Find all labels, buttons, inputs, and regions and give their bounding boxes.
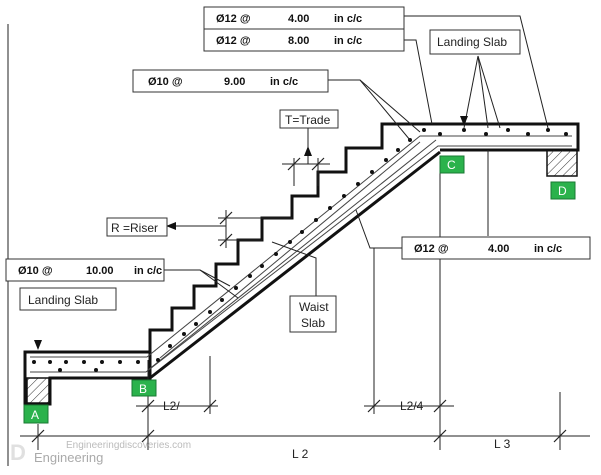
landing-slab-bottom-text: Landing Slab — [28, 293, 98, 307]
waist-text-line1: Waist — [299, 300, 329, 314]
dimension-lines — [7, 24, 590, 466]
rebar-top-2-spacing: 8.00 — [288, 35, 309, 47]
label-waist-slab: Waist Slab — [289, 295, 337, 333]
bar-waist-top — [159, 141, 421, 359]
support-a-block — [26, 377, 50, 404]
dim-l3: L 3 — [494, 437, 511, 451]
dim-l2-half: L2/ — [163, 399, 180, 413]
support-a-label: A — [31, 408, 39, 422]
distribution-bar-dots — [32, 128, 568, 372]
rebar-label-right: Ø12 @ 4.00 in c/c — [401, 236, 591, 260]
riser-text: R =Riser — [111, 221, 158, 235]
bar-waist-bottom — [147, 139, 437, 371]
label-landing-slab-top: Landing Slab — [429, 29, 521, 55]
rebar-label-mid: Ø10 @ 9.00 in c/c — [132, 69, 329, 93]
watermark-line2: Engineering — [34, 450, 103, 465]
rebar-right-spacing: 4.00 — [488, 243, 509, 255]
rebar-right-unit: in c/c — [534, 243, 562, 255]
label-riser: R =Riser — [106, 217, 168, 237]
waist-slab-soffit — [149, 150, 441, 380]
tread-text: T=Trade — [285, 113, 331, 127]
rebar-top-1-unit: in c/c — [334, 13, 362, 25]
rebar-top-2-unit: in c/c — [334, 35, 362, 47]
bar-left-bottom — [30, 145, 572, 373]
support-b: B — [131, 379, 157, 397]
watermark: D Engineeringdiscoveries.com Engineering — [10, 440, 191, 465]
label-landing-slab-bottom: Landing Slab — [19, 287, 117, 311]
rebar-label-top-1: Ø12 @ 4.00 in c/c — [203, 6, 405, 30]
support-d: D — [550, 181, 576, 200]
rebar-top-1-spacing: 4.00 — [288, 13, 309, 25]
dimension-ticks — [31, 157, 567, 443]
rebar-mid-unit: in c/c — [270, 76, 298, 88]
rebar-top-2-bar: Ø12 @ — [216, 35, 251, 47]
label-tread: T=Trade — [279, 109, 339, 129]
support-d-block — [546, 149, 578, 177]
rebar-left-spacing: 10.00 — [86, 265, 114, 277]
rebar-top-1-bar: Ø12 @ — [216, 13, 251, 25]
rebar-mid-spacing: 9.00 — [224, 76, 245, 88]
support-d-label: D — [558, 184, 567, 198]
landing-slab-top-text: Landing Slab — [437, 35, 507, 49]
support-c-label: C — [447, 158, 456, 172]
support-b-label: B — [139, 382, 147, 396]
watermark-logo: D — [10, 440, 26, 465]
rebar-label-left: Ø10 @ 10.00 in c/c — [5, 258, 165, 282]
stair-steps — [148, 122, 412, 352]
rebar-label-top-2: Ø12 @ 8.00 in c/c — [203, 28, 405, 52]
support-c: C — [439, 155, 465, 174]
dim-l2: L 2 — [292, 447, 309, 461]
top-landing-slab — [412, 122, 580, 152]
support-a: A — [23, 404, 49, 424]
rebar-mid-bar: Ø10 @ — [148, 76, 183, 88]
rebar-left-unit: in c/c — [134, 265, 162, 277]
rebar-left-bar: Ø10 @ — [18, 265, 53, 277]
arrowheads — [34, 116, 468, 350]
waist-text-line2: Slab — [301, 316, 325, 330]
dim-l2-quarter: L2/4 — [400, 399, 424, 413]
watermark-line1: Engineeringdiscoveries.com — [66, 440, 191, 451]
rebar-right-bar: Ø12 @ — [414, 243, 449, 255]
